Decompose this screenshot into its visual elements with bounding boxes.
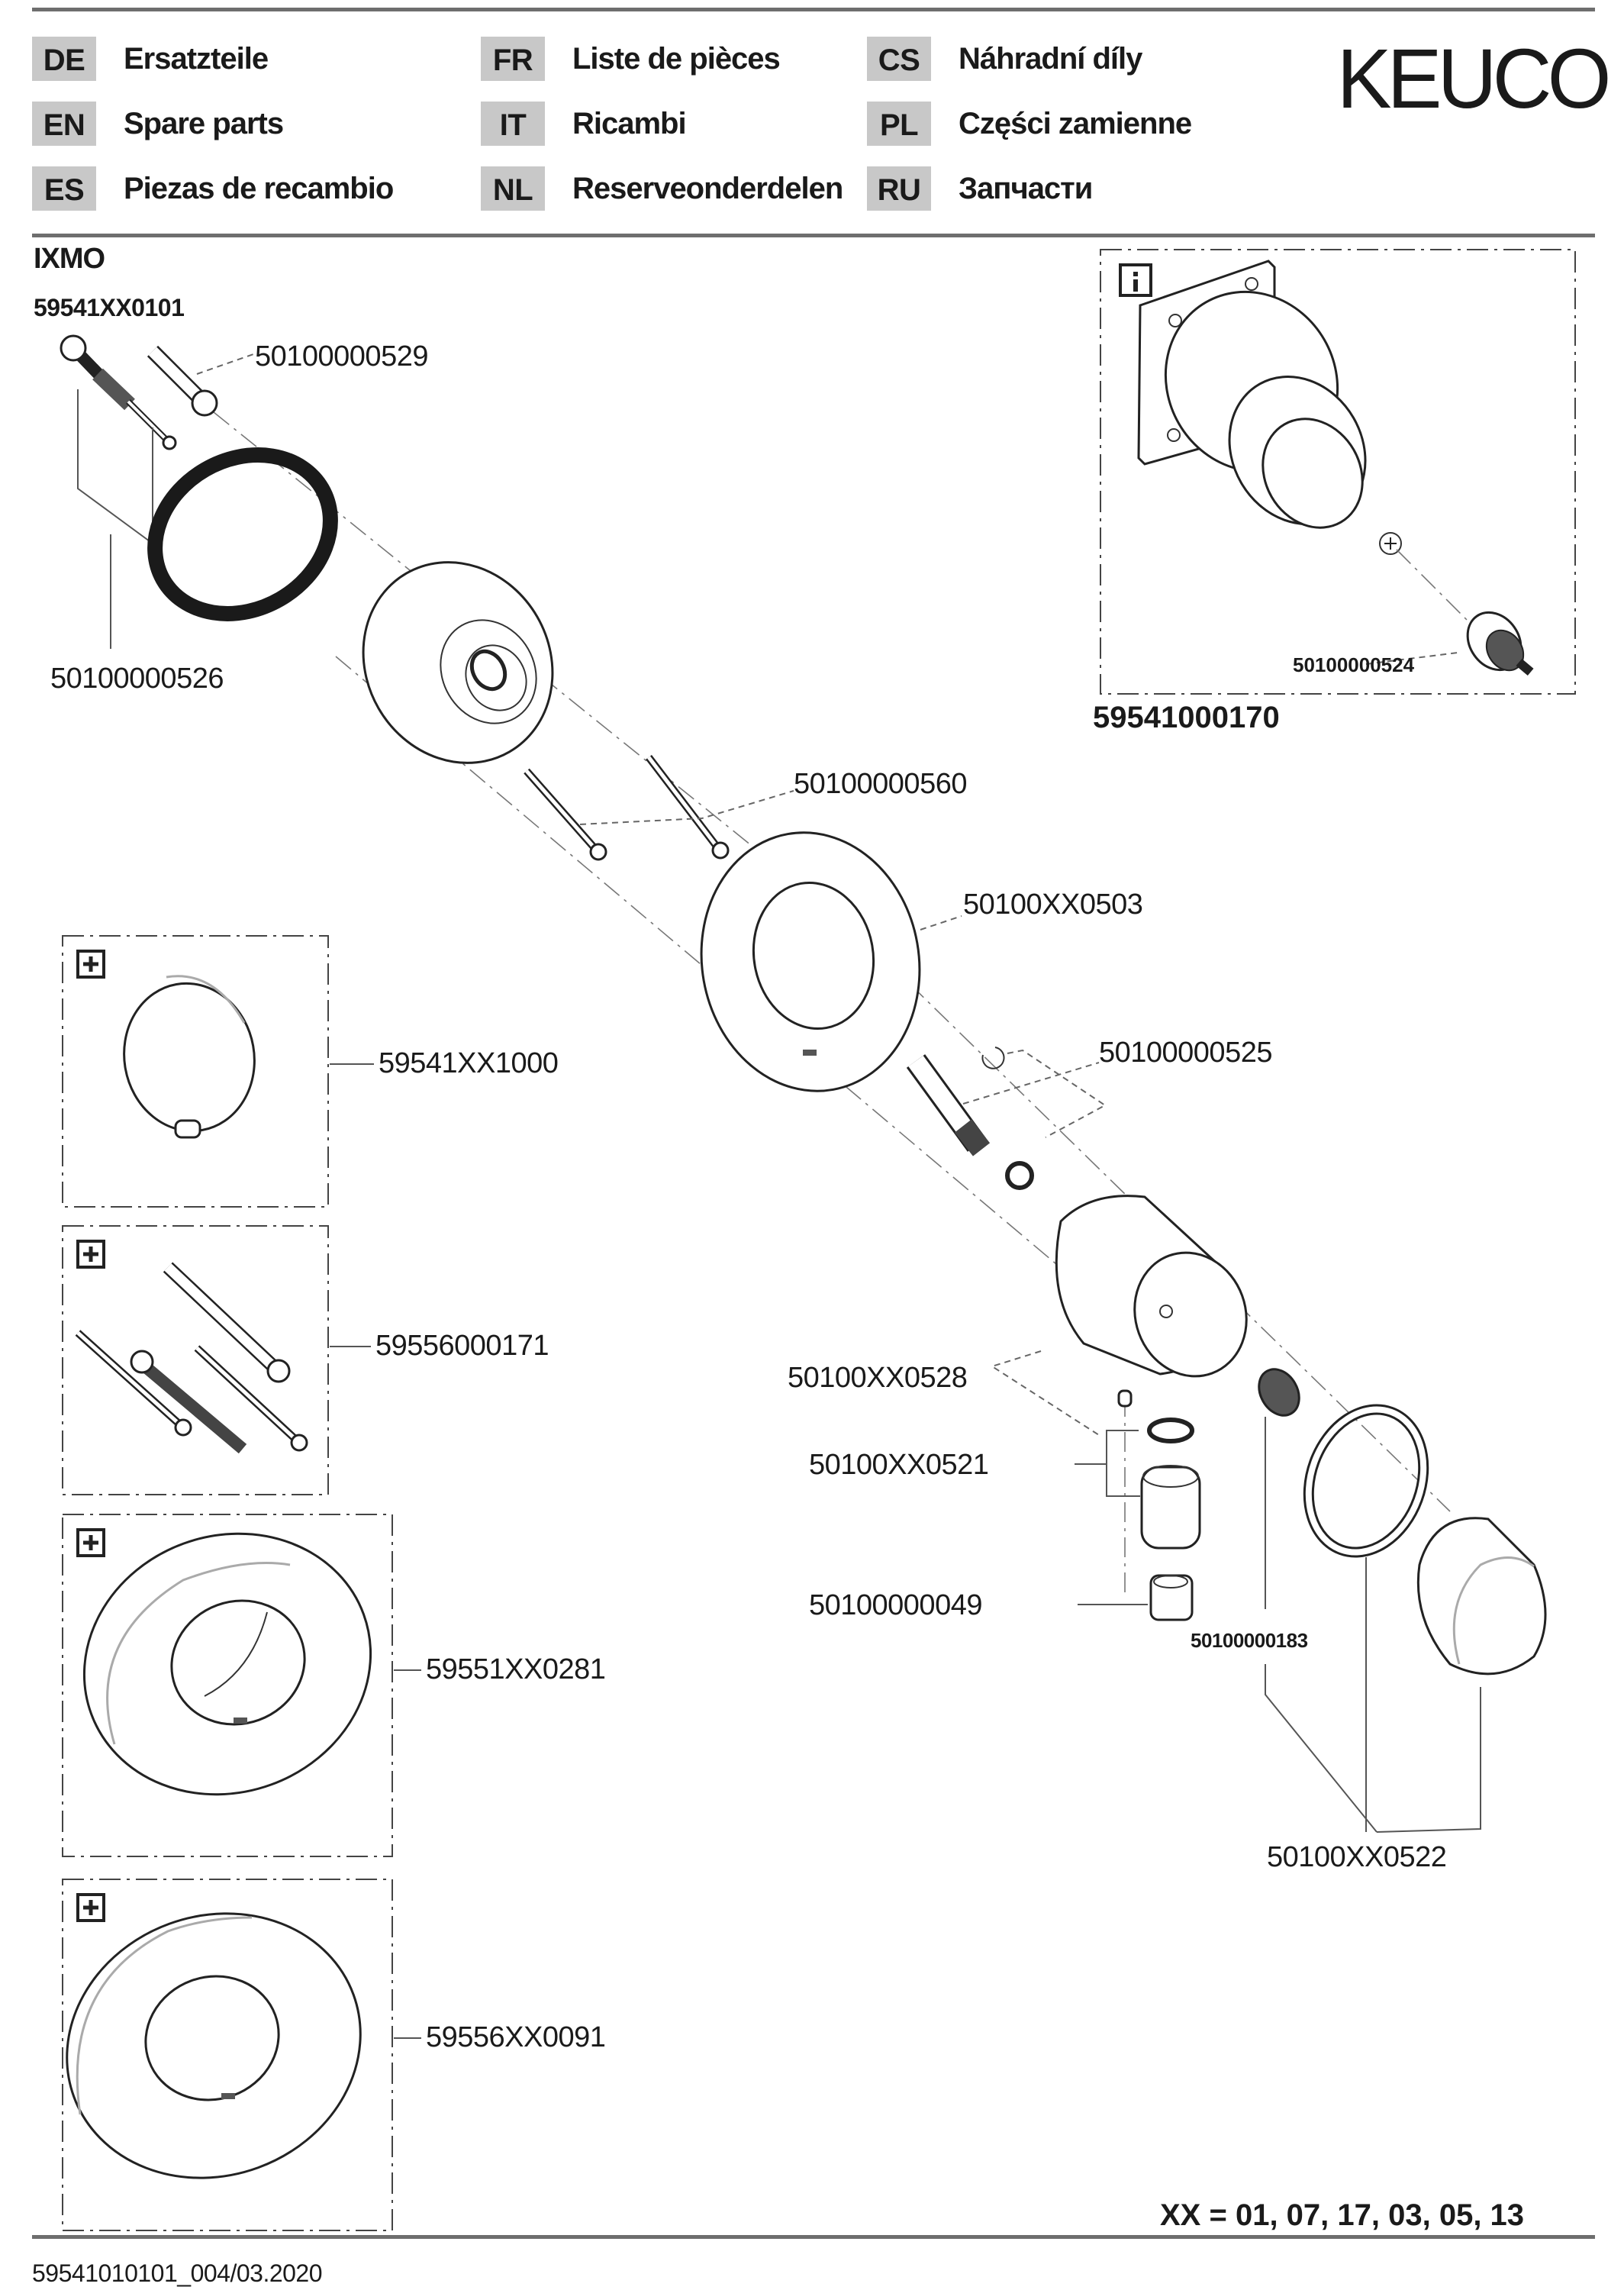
- accessory-box-4: [62, 1879, 421, 2231]
- lang-code-badge: PL: [867, 102, 931, 146]
- color-variants-legend: XX = 01, 07, 17, 03, 05, 13: [1160, 2198, 1524, 2233]
- part-label-50100000526: 50100000526: [50, 663, 224, 695]
- lang-code-badge: CS: [867, 37, 931, 81]
- lang-row-it: IT Ricambi: [481, 102, 687, 146]
- plus-icon: [76, 1240, 105, 1269]
- accessory-label-59556000171: 59556000171: [375, 1330, 549, 1362]
- set-screw: [1117, 1389, 1133, 1408]
- lang-row-fr: FR Liste de pièces: [481, 37, 781, 81]
- screw-anchor-set: [60, 334, 218, 450]
- lang-code-badge: DE: [32, 37, 96, 81]
- part-label-50100000529: 50100000529: [255, 340, 428, 373]
- lang-code-badge: RU: [867, 166, 931, 211]
- accessory-label-59556XX0091: 59556XX0091: [426, 2021, 606, 2053]
- part-label-50100XX0521: 50100XX0521: [809, 1449, 989, 1481]
- lang-label: Ricambi: [572, 106, 687, 140]
- lang-label: Reserveonderdelen: [572, 171, 843, 205]
- o-ring: [147, 447, 338, 621]
- accessory-label-59551XX0281: 59551XX0281: [426, 1653, 606, 1685]
- footer-rule: [32, 2235, 1595, 2239]
- lang-row-cs: CS Náhradní díly: [867, 37, 1142, 81]
- header-rule: [32, 234, 1595, 237]
- lang-label: Liste de pièces: [572, 41, 781, 76]
- accessory-box-2: [62, 1225, 371, 1495]
- threaded-nipple: [1258, 1368, 1300, 1417]
- handle-sleeve: [1055, 1195, 1248, 1378]
- concealed-valve-body-illustration: [1137, 260, 1534, 676]
- handle-knob-illustration: [123, 975, 256, 1139]
- mounting-plate: [362, 561, 554, 764]
- lang-label: Ersatzteile: [124, 41, 269, 76]
- part-label-50100000560: 50100000560: [794, 768, 967, 800]
- lang-row-es: ES Piezas de recambio: [32, 166, 394, 211]
- spindle-extension: [906, 1047, 1034, 1190]
- product-name: IXMO: [34, 243, 105, 275]
- variants-values: = 01, 07, 17, 03, 05, 13: [1209, 2198, 1525, 2232]
- info-box: 50100000524: [1100, 249, 1576, 695]
- plus-icon: [76, 950, 105, 979]
- rosette-sleeve-illustration: [82, 1532, 372, 1796]
- lang-label: Spare parts: [124, 106, 284, 140]
- lang-row-ru: RU Запчасти: [867, 166, 1093, 211]
- top-rule: [32, 8, 1595, 11]
- lang-row-pl: PL Części zamienne: [867, 102, 1192, 146]
- brand-logo: KEUCO: [1336, 32, 1612, 126]
- lang-code-badge: IT: [481, 102, 545, 146]
- small-o-ring: [1147, 1418, 1194, 1443]
- info-box-frame: [1100, 249, 1576, 695]
- lang-row-en: EN Spare parts: [32, 102, 284, 146]
- product-code: 59541XX0101: [34, 294, 185, 321]
- lang-code-badge: NL: [481, 166, 545, 211]
- flow-cartridge: [1140, 1465, 1201, 1550]
- plus-icon: [76, 1528, 105, 1557]
- part-label-50100XX0528: 50100XX0528: [788, 1362, 968, 1394]
- info-box-code: 59541000170: [1093, 701, 1280, 734]
- flow-insert: [1149, 1574, 1194, 1621]
- part-label-50100000525: 50100000525: [1099, 1037, 1272, 1069]
- part-label-50100XX0503: 50100XX0503: [963, 889, 1143, 921]
- plus-icon: [76, 1893, 105, 1922]
- info-icon: [1119, 263, 1152, 297]
- rosette-cover: [700, 831, 921, 1092]
- lang-code-badge: ES: [32, 166, 96, 211]
- lang-row-de: DE Ersatzteile: [32, 37, 269, 81]
- part-label-50100000049: 50100000049: [809, 1589, 982, 1621]
- flat-rosette-illustration: [66, 1912, 362, 2179]
- lang-label: Náhradní díly: [959, 41, 1142, 76]
- lang-label: Запчасти: [959, 171, 1093, 205]
- accessory-box-3: [62, 1514, 421, 1857]
- main-exploded-view: [60, 334, 1547, 1833]
- lang-label: Piezas de recambio: [124, 171, 394, 205]
- part-label-cartridge: 50100000524: [1293, 653, 1415, 676]
- lang-label: Części zamienne: [959, 106, 1192, 140]
- accessory-box-1: [62, 935, 374, 1208]
- accessory-label-59541XX1000: 59541XX1000: [379, 1047, 559, 1079]
- document-id: 59541010101_004/03.2020: [32, 2259, 323, 2287]
- cartridge-illustration: [1466, 611, 1534, 676]
- lang-code-badge: EN: [32, 102, 96, 146]
- variants-key: XX: [1160, 2198, 1201, 2232]
- screw-set-illustration: [75, 1262, 308, 1454]
- part-label-50100000183: 50100000183: [1191, 1629, 1308, 1652]
- handle-knob: [1416, 1517, 1547, 1676]
- part-label-50100XX0522: 50100XX0522: [1267, 1841, 1447, 1873]
- lang-row-nl: NL Reserveonderdelen: [481, 166, 843, 211]
- lang-code-badge: FR: [481, 37, 545, 81]
- long-screws: [524, 754, 730, 861]
